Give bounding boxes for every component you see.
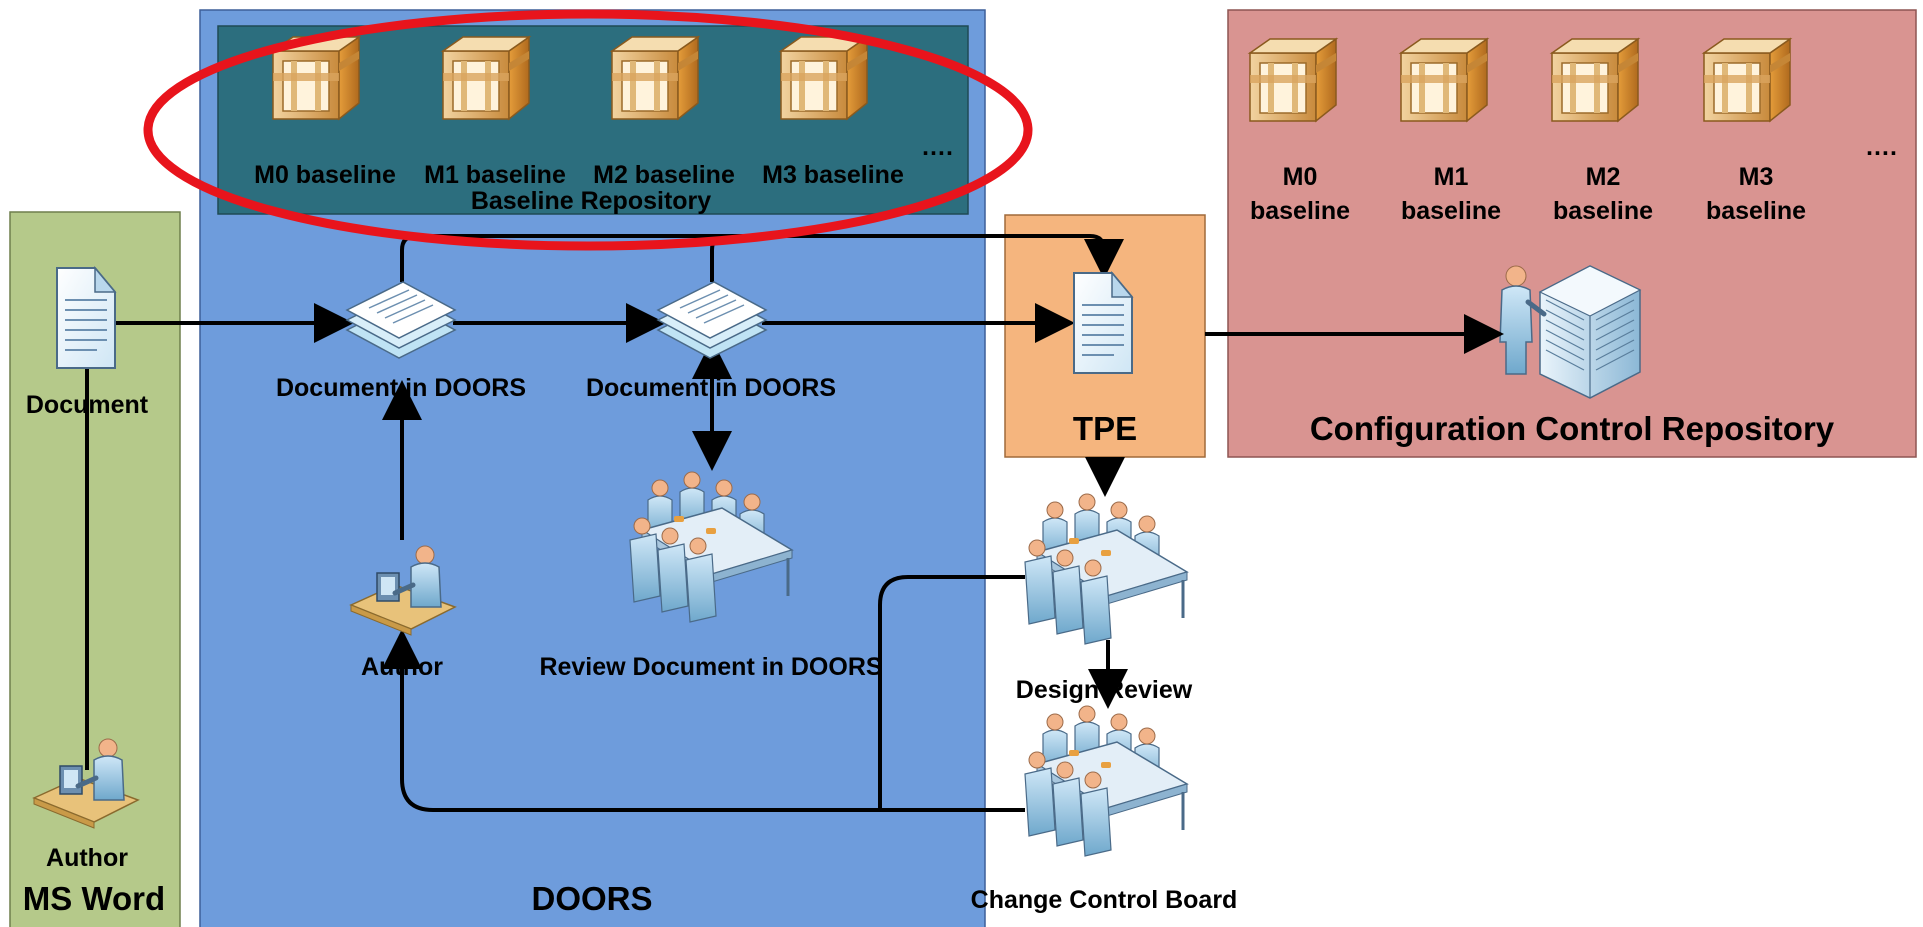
word-author-label: Author — [46, 844, 128, 872]
doors-document-1-label: Document in DOORS — [276, 374, 526, 402]
cc-m1-label-2: baseline — [1401, 197, 1501, 225]
baseline-m0-label: M0 baseline — [254, 161, 396, 189]
cc-ellipsis: …. — [1865, 133, 1897, 161]
design-review-label: Design Review — [1016, 676, 1193, 704]
cc-m2-label-2: baseline — [1553, 197, 1653, 225]
cc-m1-label-1: M1 — [1434, 163, 1469, 191]
cc-m1-box-icon — [1400, 38, 1488, 122]
cc-m0-label-2: baseline — [1250, 197, 1350, 225]
baseline-m2-label: M2 baseline — [593, 161, 735, 189]
line-design-review-return — [878, 575, 1025, 810]
m2-baseline-box-icon — [611, 36, 699, 120]
cc-m2-box-icon — [1551, 38, 1639, 122]
tpe-document-icon — [1073, 272, 1133, 374]
cc-m0-label-1: M0 — [1283, 163, 1318, 191]
baseline-repository-title: Baseline Repository — [471, 187, 711, 215]
config-repo-title: Configuration Control Repository — [1310, 410, 1835, 447]
m1-baseline-box-icon — [442, 36, 530, 120]
ccb-label: Change Control Board — [971, 886, 1238, 914]
doors-document-2-label: Document in DOORS — [586, 374, 836, 402]
word-document-label: Document — [26, 391, 149, 419]
baseline-ellipsis: …. — [921, 133, 953, 161]
baseline-m3-label: M3 baseline — [762, 161, 904, 189]
cc-m3-box-icon — [1703, 38, 1791, 122]
ms-word-title: MS Word — [23, 880, 165, 917]
highlight-ellipse — [143, 9, 1033, 251]
cc-m2-label-1: M2 — [1586, 163, 1621, 191]
m3-baseline-box-icon — [780, 36, 868, 120]
word-document-icon — [56, 267, 116, 369]
tpe-title: TPE — [1073, 410, 1137, 447]
design-review-meeting-icon — [1023, 492, 1189, 646]
cc-m3-label-2: baseline — [1706, 197, 1806, 225]
review-document-label: Review Document in DOORS — [539, 653, 882, 681]
cc-m3-label-1: M3 — [1739, 163, 1774, 191]
baseline-m1-label: M1 baseline — [424, 161, 566, 189]
arrow-ccb-to-author — [382, 629, 1025, 812]
cc-m0-box-icon — [1249, 38, 1337, 122]
doors-title: DOORS — [531, 880, 652, 917]
ccb-meeting-icon — [1023, 704, 1189, 858]
doors-author-label: Author — [361, 653, 443, 681]
